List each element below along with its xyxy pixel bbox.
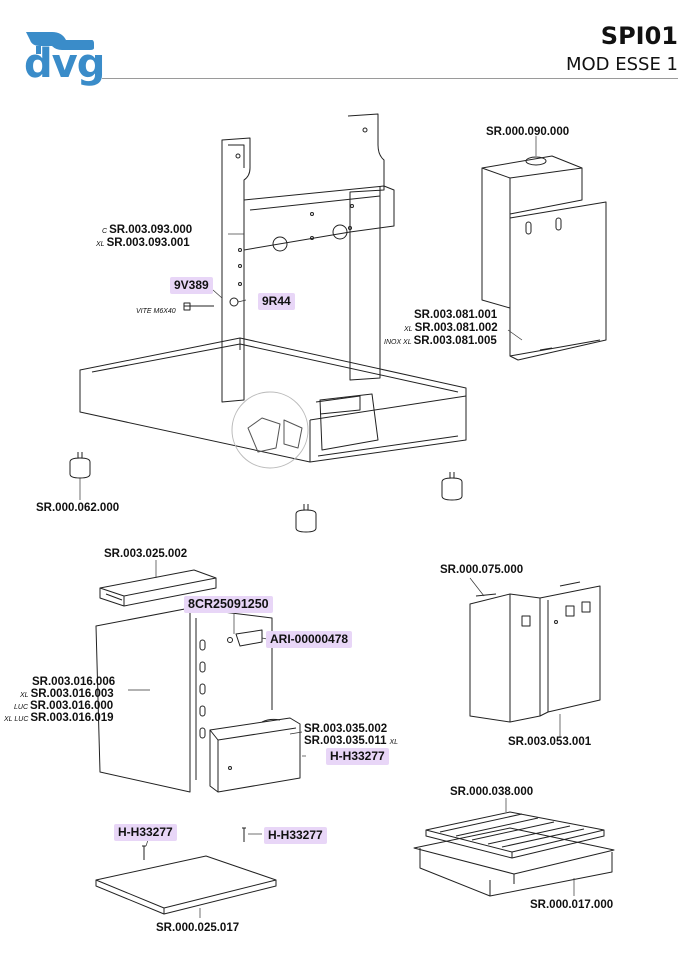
grid-label: SR.000.038.000 [450, 786, 534, 798]
nut-9r44-label: 9R44 [258, 293, 295, 310]
rear-panel-label: SR.003.053.001 [508, 736, 592, 748]
ari-label: ARI-00000478 [266, 631, 353, 648]
switch-drawing [227, 629, 263, 647]
tank-tray-drawing [509, 201, 607, 361]
bracket-std-label: SR.003.035.002 [304, 723, 388, 735]
tank-tray-std-label: SR.003.081.001 [414, 309, 498, 321]
screw-size-label: VITE M6X40 [136, 308, 176, 315]
side-panel-drawing [95, 607, 273, 793]
switch-8cr-label: 8CR25091250 [184, 596, 273, 613]
base-plate-label: SR.000.025.017 [156, 922, 240, 934]
rear-panel-drawing [469, 581, 601, 723]
base-tray-drawing [79, 337, 467, 469]
tank-cover-label: SR.000.090.000 [486, 126, 570, 138]
base-plate-drawing [95, 827, 277, 915]
top-panel-label: SR.003.025.002 [104, 548, 188, 560]
logo-text: dvg [24, 41, 105, 87]
frame-drawing [221, 113, 395, 403]
header-divider [102, 78, 678, 79]
drip-tray-label: SR.000.017.000 [530, 899, 614, 911]
screw-9v389-label: 9V389 [170, 277, 213, 294]
leader-lines [79, 136, 575, 918]
screw-9v389-drawing [183, 297, 239, 311]
grid-drawing [425, 811, 605, 859]
h-screw-1-label: H-H33277 [326, 748, 389, 765]
side-panel-std-label: SR.003.016.006 [32, 676, 116, 688]
page-subtitle: MOD ESSE 1 [565, 54, 678, 75]
h-screw-2-label: H-H33277 [114, 824, 177, 841]
foot-label: SR.000.062.000 [36, 502, 120, 514]
rear-panel-top-label: SR.000.075.000 [440, 564, 524, 576]
dvg-logo-icon [26, 32, 94, 54]
bracket-drawing [209, 717, 301, 793]
page-title: SPI01 [600, 22, 678, 50]
feet-drawing [69, 452, 463, 533]
top-panel-drawing [99, 569, 217, 607]
drip-tray-drawing [413, 827, 615, 897]
tank-cover-drawing [481, 155, 583, 309]
h-screw-3-label: H-H33277 [264, 827, 327, 844]
